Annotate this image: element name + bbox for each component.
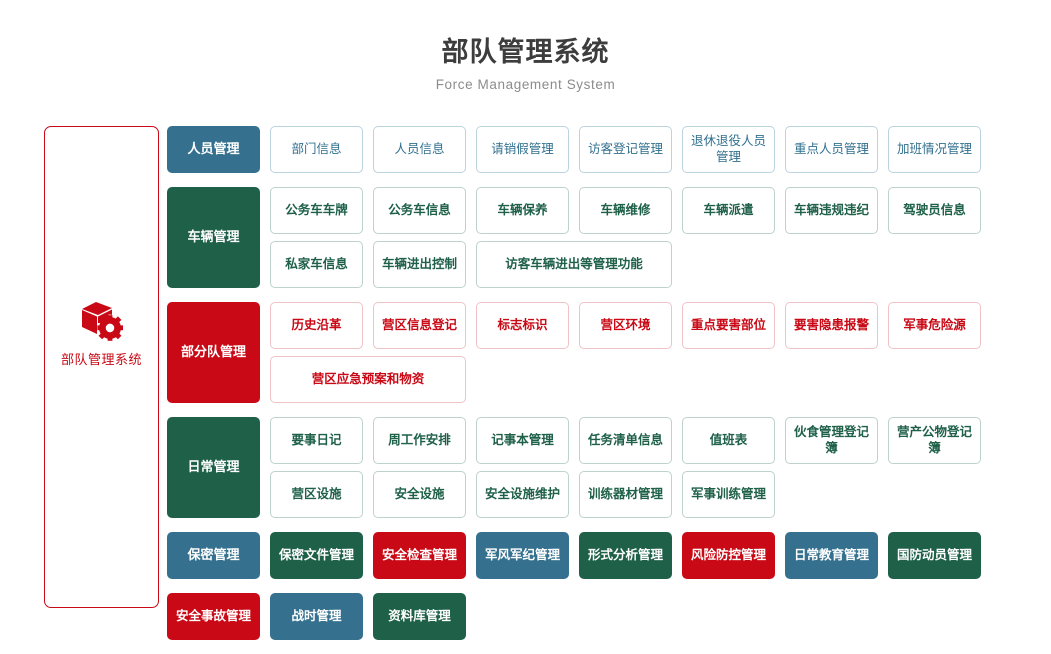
module-card[interactable]: 战时管理 [270, 593, 363, 640]
page-subtitle: Force Management System [435, 77, 616, 93]
sidebar-brand[interactable]: 部队管理系统 [45, 297, 158, 368]
module-card[interactable]: 资料库管理 [373, 593, 466, 640]
module-card[interactable]: 营区信息登记 [373, 302, 466, 349]
category-items: 部门信息 人员信息 请销假管理 访客登记管理 退休退役人员管理 重点人员管理 加… [270, 126, 1051, 180]
module-card[interactable]: 车辆维修 [579, 187, 672, 234]
module-card[interactable]: 营产公物登记簿 [888, 417, 981, 464]
module-card[interactable]: 周工作安排 [373, 417, 466, 464]
category-row: 车辆管理 公务车车牌 公务车信息 车辆保养 车辆维修 车辆派遣 车辆违规违纪 驾… [167, 187, 1051, 295]
category-row: 部分队管理 历史沿革 营区信息登记 标志标识 营区环境 重点要害部位 要害隐患报… [167, 302, 1051, 410]
module-card[interactable]: 历史沿革 [270, 302, 363, 349]
module-card[interactable]: 加班情况管理 [888, 126, 981, 173]
module-card[interactable]: 退休退役人员管理 [682, 126, 775, 173]
module-card[interactable]: 车辆派遣 [682, 187, 775, 234]
module-card[interactable]: 安全设施维护 [476, 471, 569, 518]
module-card[interactable]: 营区设施 [270, 471, 363, 518]
module-card[interactable]: 军事训练管理 [682, 471, 775, 518]
module-card[interactable]: 值班表 [682, 417, 775, 464]
module-card[interactable]: 训练器材管理 [579, 471, 672, 518]
main-layout: 部队管理系统 人员管理 部门信息 人员信息 请销假管理 访客登记管理 退休退役人… [0, 126, 1051, 654]
module-card[interactable]: 部门信息 [270, 126, 363, 173]
module-card[interactable]: 安全事故管理 [167, 593, 260, 640]
module-card[interactable]: 日常教育管理 [785, 532, 878, 579]
module-card[interactable]: 驾驶员信息 [888, 187, 981, 234]
category-items: 公务车车牌 公务车信息 车辆保养 车辆维修 车辆派遣 车辆违规违纪 驾驶员信息 … [270, 187, 1051, 295]
category-chip-subunit[interactable]: 部分队管理 [167, 302, 260, 403]
category-chip-personnel[interactable]: 人员管理 [167, 126, 260, 173]
module-card[interactable]: 请销假管理 [476, 126, 569, 173]
module-card[interactable]: 重点人员管理 [785, 126, 878, 173]
module-card[interactable]: 军风军纪管理 [476, 532, 569, 579]
module-card[interactable]: 车辆进出控制 [373, 241, 466, 288]
module-card[interactable]: 记事本管理 [476, 417, 569, 464]
category-row: 日常管理 要事日记 周工作安排 记事本管理 任务清单信息 值班表 伙食管理登记簿… [167, 417, 1051, 525]
page-title: 部队管理系统 [441, 37, 610, 67]
module-card[interactable]: 重点要害部位 [682, 302, 775, 349]
module-card[interactable]: 保密文件管理 [270, 532, 363, 579]
module-card[interactable]: 访客车辆进出等管理功能 [476, 241, 672, 288]
module-card[interactable]: 公务车车牌 [270, 187, 363, 234]
module-card[interactable]: 人员信息 [373, 126, 466, 173]
category-row: 保密管理 保密文件管理 安全检查管理 军风军纪管理 形式分析管理 风险防控管理 … [167, 532, 1051, 586]
category-chip-confidential[interactable]: 保密管理 [167, 532, 260, 579]
module-card[interactable]: 要害隐患报警 [785, 302, 878, 349]
module-card[interactable]: 标志标识 [476, 302, 569, 349]
module-card[interactable]: 要事日记 [270, 417, 363, 464]
category-row: 人员管理 部门信息 人员信息 请销假管理 访客登记管理 退休退役人员管理 重点人… [167, 126, 1051, 180]
module-card[interactable]: 公务车信息 [373, 187, 466, 234]
module-card[interactable]: 风险防控管理 [682, 532, 775, 579]
module-card[interactable]: 车辆保养 [476, 187, 569, 234]
module-card[interactable]: 营区环境 [579, 302, 672, 349]
category-items: 保密文件管理 安全检查管理 军风军纪管理 形式分析管理 风险防控管理 日常教育管… [270, 532, 1051, 586]
category-items: 历史沿革 营区信息登记 标志标识 营区环境 重点要害部位 要害隐患报警 军事危险… [270, 302, 1051, 410]
module-card[interactable]: 国防动员管理 [888, 532, 981, 579]
module-card[interactable]: 伙食管理登记簿 [785, 417, 878, 464]
category-chip-daily[interactable]: 日常管理 [167, 417, 260, 518]
category-items: 要事日记 周工作安排 记事本管理 任务清单信息 值班表 伙食管理登记簿 营产公物… [270, 417, 1051, 525]
footer-row: 安全事故管理 战时管理 资料库管理 [167, 593, 1051, 647]
box-gear-icon [78, 297, 126, 341]
sidebar-label: 部队管理系统 [60, 352, 142, 367]
module-card[interactable]: 形式分析管理 [579, 532, 672, 579]
sidebar[interactable]: 部队管理系统 [44, 126, 159, 608]
category-chip-vehicle[interactable]: 车辆管理 [167, 187, 260, 288]
page-header: 部队管理系统 Force Management System [0, 0, 1051, 92]
module-card[interactable]: 访客登记管理 [579, 126, 672, 173]
module-card[interactable]: 安全检查管理 [373, 532, 466, 579]
category-grid: 人员管理 部门信息 人员信息 请销假管理 访客登记管理 退休退役人员管理 重点人… [167, 126, 1051, 654]
module-card[interactable]: 车辆违规违纪 [785, 187, 878, 234]
module-card[interactable]: 任务清单信息 [579, 417, 672, 464]
module-card[interactable]: 私家车信息 [270, 241, 363, 288]
module-card[interactable]: 军事危险源 [888, 302, 981, 349]
module-card[interactable]: 营区应急预案和物资 [270, 356, 466, 403]
module-card[interactable]: 安全设施 [373, 471, 466, 518]
